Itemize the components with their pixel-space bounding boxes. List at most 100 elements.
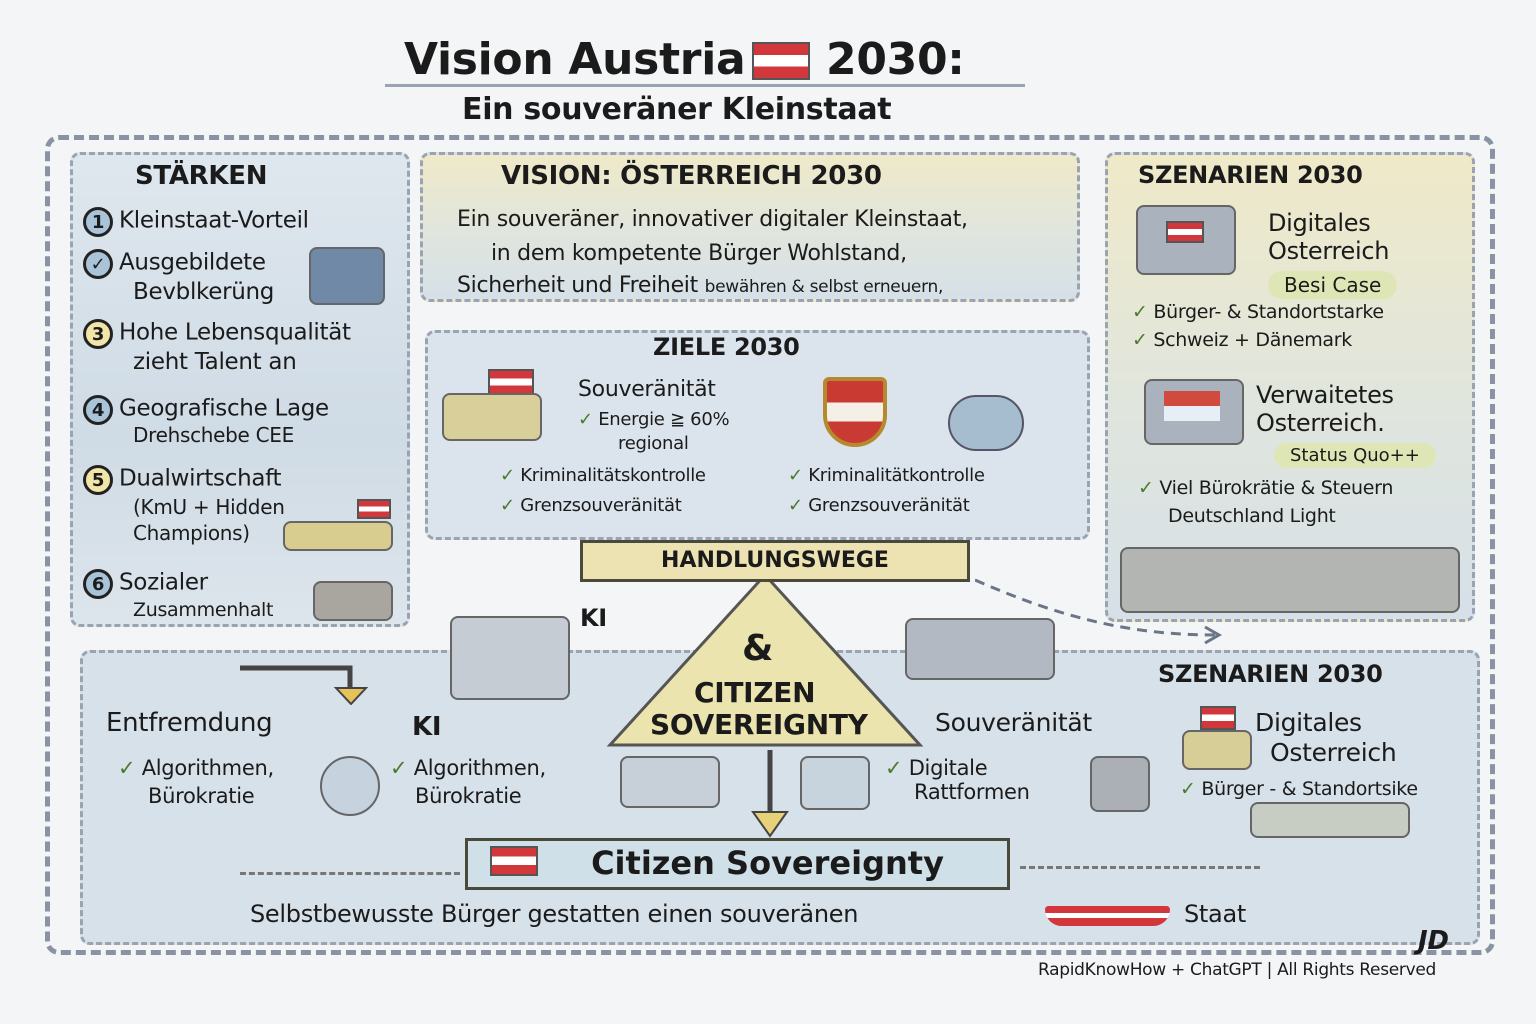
scenario-tag: Besi Case (1268, 271, 1398, 299)
check-icon: ✓ (788, 465, 803, 486)
point-text: Bürger- & Standortstarke (1153, 301, 1384, 323)
check-icon: ✓ (500, 465, 515, 486)
boat-flag-icon (1045, 906, 1170, 926)
credit-text: RapidKnowHow + ChatGPT | All Rights Rese… (1038, 960, 1437, 980)
plattformen: Rattformen (914, 780, 1030, 804)
scenario-point: ✓ Schweiz + Dänemark (1132, 329, 1352, 351)
scenario-title: Osterreich (1270, 738, 1397, 767)
number-badge: 4 (83, 395, 113, 425)
scenario-point: ✓ Viel Bürokrätie & Steuern (1138, 477, 1393, 499)
title-underline (385, 84, 1025, 87)
graduation-cap-icon (309, 247, 385, 305)
ziele-panel: ZIELE 2030 Souveränität ✓ Energie ≧ 60% … (425, 330, 1090, 540)
austria-flag-icon (1166, 221, 1204, 243)
flow-arrow-icon (975, 578, 1223, 645)
austria-flag-icon (357, 499, 391, 519)
algorithmen-mid: ✓ Algorithmen, (390, 756, 546, 780)
digitale-plattformen: ✓ Digitale (885, 756, 988, 780)
goal-text: Kriminalitätkontrolle (808, 465, 985, 486)
scenario-tag: Status Quo++ (1274, 443, 1436, 468)
point-text: Schweiz + Dänemark (1153, 329, 1352, 351)
ziele-regional: regional (618, 433, 689, 454)
check-icon: ✓ (1132, 329, 1148, 351)
strength-label: Dualwirtschaft (119, 465, 282, 492)
strength-label: Hohe Lebensqualität (119, 319, 351, 346)
check-icon: ✓ (1138, 477, 1154, 499)
check-icon: ✓ (788, 495, 803, 516)
number-badge: 6 (83, 569, 113, 599)
ship-icon (283, 521, 393, 551)
citizen-line1: CITIZEN (694, 676, 816, 709)
strength-sub: Zusammenhalt (133, 599, 274, 621)
piggy-bank-icon (948, 395, 1024, 451)
scenario-title: Digitales (1255, 708, 1362, 737)
entfremdung-label: Entfremdung (106, 708, 273, 738)
scenario-title: Digitales (1268, 209, 1371, 237)
strength-sub: Champions) (133, 521, 250, 545)
footer-staat: Staat (1184, 900, 1246, 928)
goal-text: Grenzsouveränität (808, 495, 970, 516)
main-frame (45, 135, 1495, 955)
check-icon: ✓ (500, 495, 515, 516)
vision-text: Sicherheit und Freiheit bewähren & selbs… (457, 273, 943, 298)
people-group-icon (313, 581, 393, 621)
szenarien-heading: SZENARIEN 2030 (1138, 161, 1363, 189)
austria-flag-icon (1200, 706, 1236, 730)
banner-text: Citizen Sovereignty (591, 844, 944, 882)
ziele-heading: ZIELE 2030 (653, 333, 800, 361)
goal-text: Kriminalitätskontrolle (520, 465, 706, 486)
check-icon: ✓ (1132, 301, 1148, 323)
vision-text-b: bewähren & selbst erneuern, (704, 277, 944, 297)
vision-text-a: Sicherheit und Freiheit (457, 273, 698, 298)
strength-label: Ausgebildete (119, 249, 266, 276)
ziele-right-item: ✓ Grenzsouveränität (788, 495, 970, 516)
strength-label: Geografische Lage (119, 395, 329, 422)
ziele-left-item: ✓ Grenzsouveränität (500, 495, 682, 516)
number-badge: 3 (83, 319, 113, 349)
rubble-illustration-icon (1120, 547, 1460, 613)
alg-text: Algorithmen, (141, 756, 274, 780)
vision-text: Ein souveräner, innovativer digitaler Kl… (457, 207, 968, 232)
robot-small-icon (320, 756, 380, 816)
title-main: Vision Austria (404, 34, 746, 85)
buerokratie-mid: Bürokratie (415, 784, 522, 808)
subtitle: Ein souveräner Kleinstaat (462, 92, 892, 127)
check-icon: ✓ (578, 409, 593, 430)
scenario-title: Osterreich. (1256, 409, 1385, 437)
number-badge: 5 (83, 465, 113, 495)
robot-icon (450, 616, 570, 700)
algorithmen-left: ✓ Algorithmen, (118, 756, 274, 780)
check-icon: ✓ (390, 756, 408, 780)
shield-icon (823, 377, 887, 447)
strength-item: ✓Ausgebildete (83, 249, 266, 279)
signature: JD (1418, 926, 1449, 956)
austria-flag-icon (752, 42, 810, 80)
point-text: Bürger - & Standortsike (1201, 778, 1418, 800)
strength-sub: zieht Talent an (133, 349, 297, 375)
scenario-title: Verwaitetes (1256, 381, 1394, 409)
check-icon: ✓ (118, 756, 136, 780)
vision-heading: VISION: ÖSTERREICH 2030 (501, 161, 882, 191)
ki-label: KI (412, 712, 442, 742)
souveraenitaet-label: Souveränität (935, 708, 1092, 737)
ziele-souveraenitaet: Souveränität (578, 377, 716, 402)
buerokratie-left: Bürokratie (148, 784, 255, 808)
gears-icon (620, 756, 720, 808)
energie-text: Energie ≧ 60% (598, 409, 730, 430)
screen (1164, 391, 1220, 421)
family-icon (1090, 756, 1150, 812)
ki-top-label: KI (580, 604, 607, 632)
dashed-line (1020, 866, 1260, 869)
vehicle-icon (1182, 730, 1252, 770)
vision-text: in dem kompetente Bürger Wohlstand, (491, 241, 907, 266)
ampersand: & (742, 628, 774, 669)
ziele-energie: ✓ Energie ≧ 60% (578, 409, 730, 430)
citizen-sovereignty-banner: Citizen Sovereignty (465, 838, 1010, 890)
dashed-line (240, 872, 460, 875)
dig-text: Digitale (908, 756, 988, 780)
szenarien-bottom-heading: SZENARIEN 2030 (1158, 660, 1383, 688)
check-icon: ✓ (885, 756, 903, 780)
